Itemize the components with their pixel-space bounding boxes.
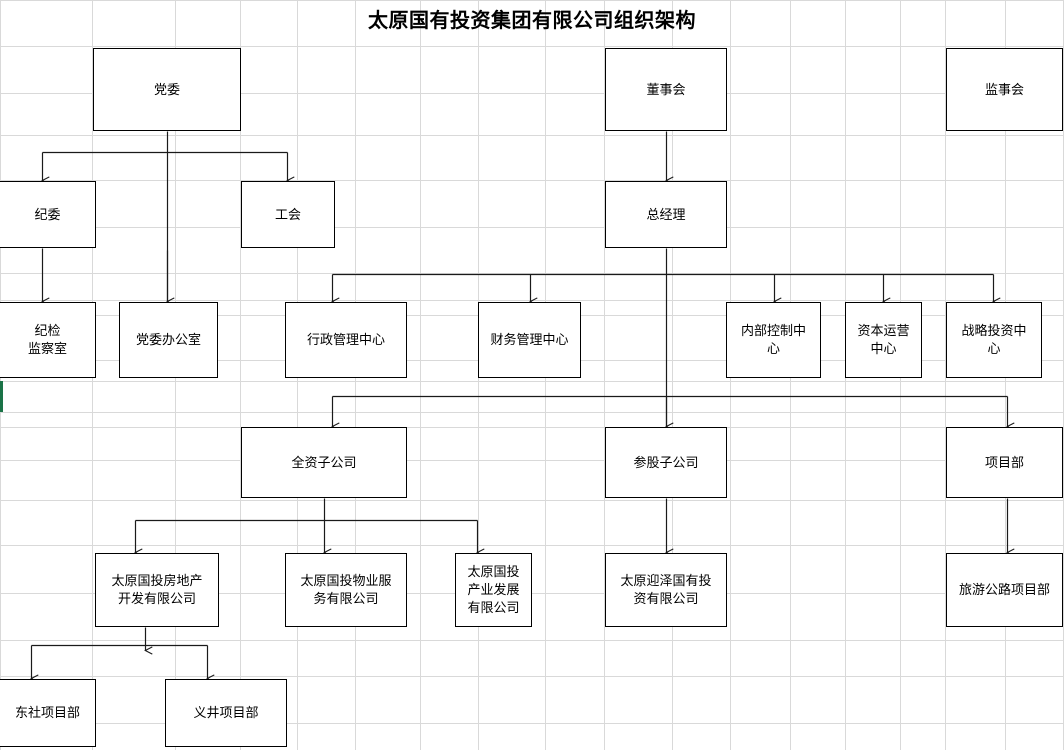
node-dongshe-project[interactable]: 东社项目部 — [0, 679, 96, 747]
chart-title: 太原国有投资集团有限公司组织架构 — [368, 10, 696, 32]
node-label-capital-ops-center: 资本运营中心 — [857, 323, 910, 356]
node-label-labor-union: 工会 — [274, 206, 301, 222]
node-label-discipline-inspection: 纪检监察室 — [27, 323, 67, 356]
node-yijing-project[interactable]: 义井项目部 — [165, 679, 287, 747]
node-label-dongshe-project: 东社项目部 — [14, 705, 80, 720]
node-admin-mgmt-center[interactable]: 行政管理中心 — [285, 302, 407, 378]
node-internal-control-center[interactable]: 内部控制中心 — [726, 302, 821, 378]
node-label-guotou-real-estate: 太原国投房地产开发有限公司 — [111, 573, 203, 606]
node-general-manager[interactable]: 总经理 — [605, 181, 727, 248]
node-label-yingze-investment: 太原迎泽国有投资有限公司 — [620, 573, 712, 606]
node-party-committee[interactable]: 党委 — [93, 48, 241, 131]
node-equity-participated[interactable]: 参股子公司 — [605, 427, 727, 498]
node-label-finance-mgmt-center: 财务管理中心 — [490, 332, 569, 347]
node-label-project-department: 项目部 — [984, 454, 1024, 470]
node-label-equity-participated: 参股子公司 — [633, 454, 699, 470]
node-wholly-owned-subs[interactable]: 全资子公司 — [241, 427, 407, 498]
node-guotou-industry-dev[interactable]: 太原国投产业发展有限公司 — [455, 553, 532, 627]
node-finance-mgmt-center[interactable]: 财务管理中心 — [478, 302, 581, 378]
node-label-tourism-road-project: 旅游公路项目部 — [958, 582, 1050, 597]
node-guotou-property-svc[interactable]: 太原国投物业服务有限公司 — [285, 553, 407, 627]
node-label-board-of-directors: 董事会 — [646, 81, 686, 97]
node-project-department[interactable]: 项目部 — [946, 427, 1063, 498]
node-strategic-invest-center[interactable]: 战略投资中心 — [946, 302, 1042, 378]
node-capital-ops-center[interactable]: 资本运营中心 — [845, 302, 922, 378]
node-label-guotou-property-svc: 太原国投物业服务有限公司 — [300, 573, 392, 606]
node-yingze-investment[interactable]: 太原迎泽国有投资有限公司 — [605, 553, 727, 627]
node-discipline-committee[interactable]: 纪委 — [0, 181, 96, 248]
node-labor-union[interactable]: 工会 — [241, 181, 335, 248]
node-guotou-real-estate[interactable]: 太原国投房地产开发有限公司 — [95, 553, 219, 627]
node-label-discipline-committee: 纪委 — [34, 206, 61, 222]
node-party-office[interactable]: 党委办公室 — [119, 302, 218, 378]
node-label-admin-mgmt-center: 行政管理中心 — [306, 332, 385, 347]
node-discipline-inspection[interactable]: 纪检监察室 — [0, 302, 96, 378]
node-label-general-manager: 总经理 — [646, 206, 686, 222]
node-board-of-directors[interactable]: 董事会 — [605, 48, 727, 131]
node-label-wholly-owned-subs: 全资子公司 — [291, 454, 357, 470]
node-board-of-supervisors[interactable]: 监事会 — [946, 48, 1063, 131]
node-tourism-road-project[interactable]: 旅游公路项目部 — [946, 553, 1063, 627]
node-label-party-committee: 党委 — [153, 81, 180, 97]
node-label-party-office: 党委办公室 — [135, 332, 201, 347]
node-label-yijing-project: 义井项目部 — [193, 705, 259, 720]
node-label-internal-control-center: 内部控制中心 — [740, 323, 806, 356]
sheet-selection-marker — [0, 381, 3, 412]
node-label-strategic-invest-center: 战略投资中心 — [961, 323, 1027, 356]
node-label-guotou-industry-dev: 太原国投产业发展有限公司 — [467, 564, 520, 615]
node-label-board-of-supervisors: 监事会 — [984, 81, 1024, 97]
